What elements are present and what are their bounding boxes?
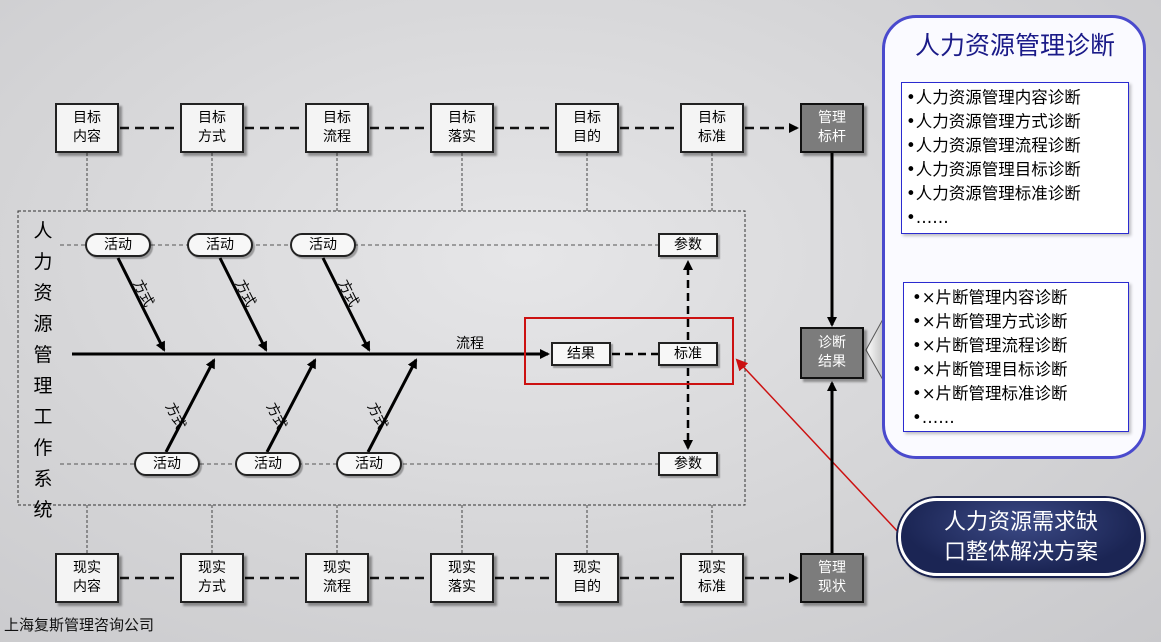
actual-method-box: 现实 方式 — [180, 553, 244, 603]
activity-pill: 活动 — [290, 233, 356, 257]
solution-badge: 人力资源需求缺 口整体解决方案 — [898, 498, 1144, 576]
result-box: 结果 — [551, 342, 611, 366]
actual-purpose-box: 现实 目的 — [555, 553, 619, 603]
actual-standard-box: 现实 标准 — [680, 553, 744, 603]
flow-label: 流程 — [456, 336, 484, 352]
list-item: •…… — [912, 408, 955, 427]
lower-bones — [164, 358, 418, 453]
target-standard-box: 目标 标准 — [680, 103, 744, 153]
target-implementation-box: 目标 落实 — [430, 103, 494, 153]
list-item: •×片断管理目标诊断 — [912, 360, 1068, 379]
actual-content-box: 现实 内容 — [55, 553, 119, 603]
target-process-box: 目标 流程 — [305, 103, 369, 153]
actual-process-box: 现实 流程 — [305, 553, 369, 603]
list-item: •人力资源管理方式诊断 — [906, 112, 1081, 131]
solution-pointer-arrow — [735, 358, 901, 535]
activity-pill: 活动 — [85, 233, 151, 257]
company-name: 上海复斯管理咨询公司 — [4, 616, 155, 634]
activity-pill: 活动 — [235, 452, 301, 476]
result-highlight-frame — [524, 317, 734, 385]
management-benchmark-box: 管理 标杆 — [800, 103, 864, 153]
parameter-box-bottom: 参数 — [658, 452, 718, 476]
list-item: •人力资源管理标准诊断 — [906, 184, 1081, 203]
system-boundary — [17, 210, 746, 506]
activity-pill: 活动 — [336, 452, 402, 476]
activity-pill: 活动 — [134, 452, 200, 476]
list-item: •人力资源管理目标诊断 — [906, 160, 1081, 179]
actual-implementation-box: 现实 落实 — [430, 553, 494, 603]
list-item: •×片断管理内容诊断 — [912, 288, 1068, 307]
list-item: •人力资源管理流程诊断 — [906, 136, 1081, 155]
list-item: •…… — [906, 208, 949, 227]
target-content-box: 目标 内容 — [55, 103, 119, 153]
list-item: •人力资源管理内容诊断 — [906, 88, 1081, 107]
activity-pill: 活动 — [187, 233, 253, 257]
fragment-diagnosis-list: •×片断管理内容诊断 •×片断管理方式诊断 •×片断管理流程诊断 •×片断管理目… — [903, 282, 1129, 432]
system-title: 人力资源管理工作系统 — [33, 220, 53, 521]
upper-bones — [116, 257, 371, 352]
list-item: •×片断管理标准诊断 — [912, 384, 1068, 403]
target-purpose-box: 目标 目的 — [555, 103, 619, 153]
list-item: •×片断管理流程诊断 — [912, 336, 1068, 355]
management-current-state-box: 管理 现状 — [800, 553, 864, 603]
vertical-guide-lines — [86, 153, 713, 553]
list-item: •×片断管理方式诊断 — [912, 312, 1068, 331]
hr-diagnosis-list: •人力资源管理内容诊断 •人力资源管理方式诊断 •人力资源管理流程诊断 •人力资… — [901, 82, 1129, 234]
target-method-box: 目标 方式 — [180, 103, 244, 153]
standard-box: 标准 — [658, 342, 718, 366]
diagnosis-result-box: 诊断 结果 — [800, 327, 864, 379]
hr-diagnosis-title: 人力资源管理诊断 — [914, 31, 1115, 60]
parameter-box-top: 参数 — [658, 233, 718, 257]
